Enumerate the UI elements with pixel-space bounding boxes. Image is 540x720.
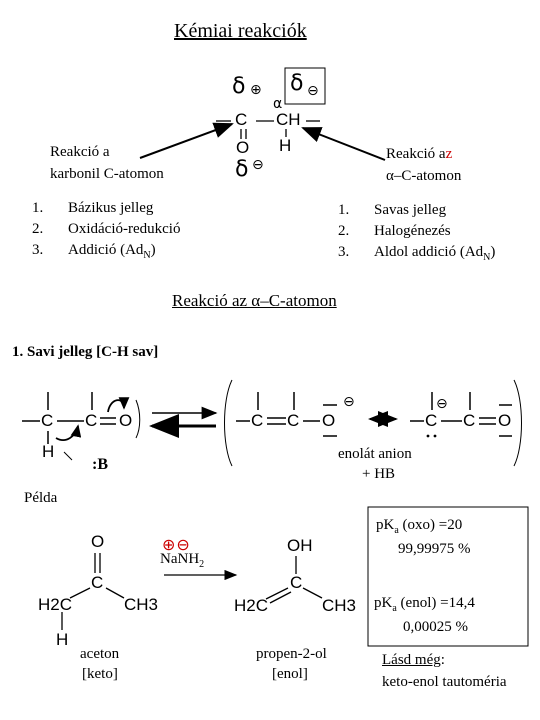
enol-oh-label: OH	[287, 536, 313, 555]
aceton-h2c-label: H2C	[38, 595, 73, 614]
see-also-label: Lásd még:	[382, 652, 445, 668]
electron-arrow-co	[107, 397, 130, 413]
arrow-to-alpha	[301, 127, 386, 161]
keto-bracket	[135, 399, 141, 439]
aceton-bond-c-h2c	[69, 587, 91, 599]
list-item: 1.Savas jelleg	[338, 202, 447, 218]
oxygen-label: O	[236, 138, 250, 157]
enol-bond-c-h2c-2	[269, 591, 292, 604]
electron-arrow-ch	[55, 424, 82, 441]
list-item: 2.Halogénezés	[338, 223, 451, 239]
list-item: 2.Oxidáció-redukció	[32, 221, 181, 237]
carbanion-lonepair-dot-2	[433, 434, 437, 438]
list-item: 3.Aldol addició (AdN)	[338, 244, 496, 263]
reagent-charge-icons: ⊕⊖	[162, 535, 191, 554]
right-reaction-line1: Reakció az	[386, 146, 453, 162]
enolate2-c1-label: C	[425, 411, 438, 430]
enolate-bracket-left	[224, 379, 233, 467]
delta-oxygen-symbol: δ	[235, 157, 249, 182]
enol-type: [enol]	[272, 666, 308, 682]
enolate-anion-label: enolát anion	[338, 446, 412, 462]
enolate2-c2-label: C	[463, 411, 476, 430]
keto-c2-label: C	[85, 411, 98, 430]
hydrogen-label: H	[279, 136, 292, 155]
left-reaction-line2: karbonil C-atomon	[50, 166, 164, 182]
right-reaction-list: 1.Savas jelleg 2.Halogénezés 3.Aldol add…	[338, 200, 495, 268]
aceton-h-label: H	[56, 630, 69, 649]
pka-oxo-label: pKa (oxo) =20	[376, 517, 463, 536]
carbanion-lonepair-dot-1	[426, 434, 430, 438]
carbonyl-carbon-label: C	[235, 110, 248, 129]
page-title: Kémiai reakciók	[174, 20, 307, 42]
section-title: Reakció az α–C-atomon	[172, 291, 337, 310]
enolate-bracket-right	[513, 379, 522, 467]
enolate1-c2-label: C	[287, 411, 300, 430]
enol-ch3-label: CH3	[322, 596, 357, 615]
keto-h-label: H	[42, 442, 55, 461]
pka-box	[367, 506, 529, 647]
delta-minus-symbol: δ	[290, 71, 304, 96]
pka-enol-percent: 0,00025 %	[403, 619, 468, 635]
left-reaction-list: 1.Bázikus jelleg 2.Oxidáció-redukció 3.A…	[32, 198, 180, 266]
reagent-label: NaNH2	[160, 551, 205, 570]
enol-h2c-label: H2C	[234, 596, 269, 615]
hb-label: + HB	[362, 466, 396, 482]
delta-minus-box	[284, 67, 326, 105]
aceton-ch3-label: CH3	[124, 595, 159, 614]
enolate1-negative-icon: ⊖	[343, 394, 355, 410]
example-label: Példa	[24, 490, 58, 506]
pka-oxo-percent: 99,99975 %	[398, 541, 471, 557]
enol-name: propen-2-ol	[256, 646, 327, 662]
alpha-ch-label: CH	[276, 110, 301, 129]
pka-enol-label: pKa (enol) =14,4	[374, 595, 475, 614]
oxygen-negative-icon: ⊖	[252, 157, 264, 173]
carbanion-negative-icon: ⊖	[436, 396, 448, 412]
delta-plus-symbol: δ	[232, 74, 246, 99]
enol-bond-c-h2c-1	[265, 587, 289, 600]
arrow-to-carbonyl	[139, 122, 234, 159]
aceton-name: aceton	[80, 646, 120, 662]
aceton-o-label: O	[91, 532, 105, 551]
aceton-c-label: C	[91, 573, 104, 592]
list-item: 3.Addició (AdN)	[32, 242, 156, 261]
keto-c1-label: C	[41, 411, 54, 430]
enolate1-o-label: O	[322, 411, 336, 430]
aceton-bond-c-ch3	[105, 587, 125, 599]
left-reaction-line1: Reakció a	[50, 144, 110, 160]
enol-bond-c-ch3	[302, 587, 323, 599]
alpha-label: α	[273, 96, 283, 112]
base-dash	[63, 451, 73, 461]
partial-negative-icon: ⊖	[307, 83, 319, 99]
partial-positive-icon: ⊕	[250, 82, 262, 98]
list-item: 1.Bázikus jelleg	[32, 200, 154, 216]
base-label: :B	[92, 456, 108, 473]
see-also-link[interactable]: keto-enol tautoméria	[382, 674, 507, 690]
enolate1-c1-label: C	[251, 411, 264, 430]
aceton-type: [keto]	[82, 666, 118, 682]
subsection-title: 1. Savi jelleg [C-H sav]	[12, 344, 159, 360]
right-reaction-line2: α–C-atomon	[386, 168, 462, 184]
keto-o-label: O	[119, 411, 133, 430]
enol-c-label: C	[290, 573, 303, 592]
enolate2-o-label: O	[498, 411, 512, 430]
